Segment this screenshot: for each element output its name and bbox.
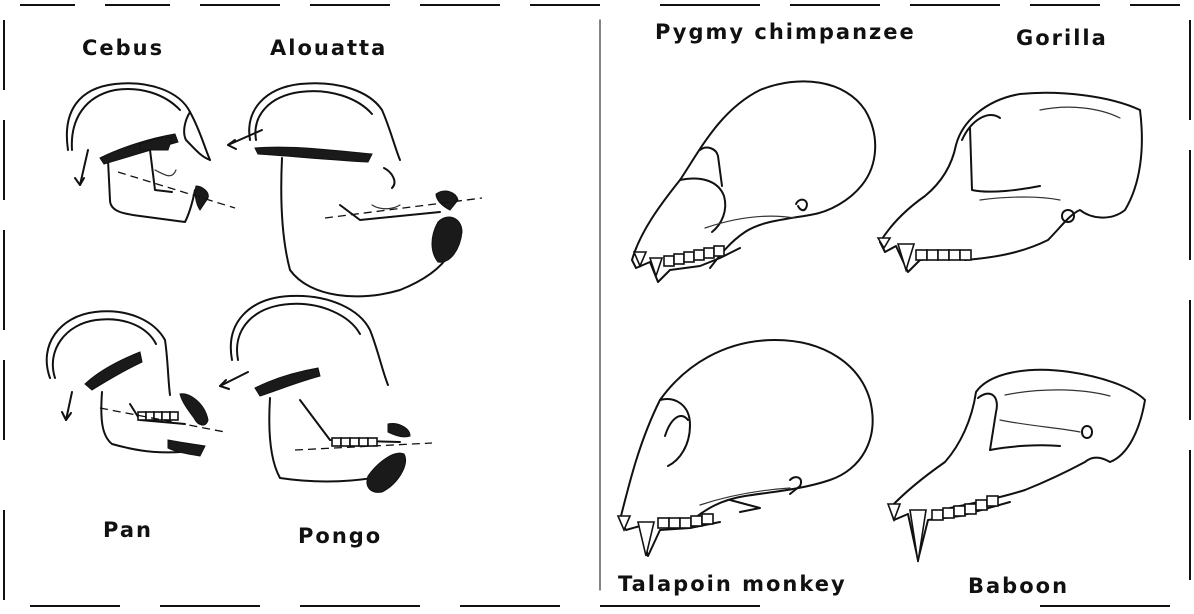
talapoin-monkey-skull-drawing bbox=[618, 340, 873, 556]
talapoin-monkey-label: Talapoin monkey bbox=[618, 572, 847, 596]
pygmy-chimpanzee-label: Pygmy chimpanzee bbox=[655, 20, 916, 44]
talapoin-monkey-teeth bbox=[618, 514, 713, 556]
baboon-label: Baboon bbox=[968, 574, 1069, 598]
gorilla-teeth bbox=[878, 238, 971, 270]
cebus-skull-drawing bbox=[67, 83, 235, 222]
cebus-label: Cebus bbox=[82, 36, 164, 60]
gorilla-skull-drawing bbox=[878, 93, 1142, 272]
pan-skull-drawing bbox=[47, 311, 225, 456]
pongo-teeth bbox=[332, 438, 377, 446]
alouatta-label: Alouatta bbox=[270, 36, 387, 60]
gorilla-label: Gorilla bbox=[1016, 26, 1108, 50]
alouatta-skull-drawing bbox=[228, 83, 482, 296]
baboon-skull-drawing bbox=[888, 370, 1145, 562]
pygmy-chimpanzee-skull-drawing bbox=[632, 81, 875, 282]
pan-label: Pan bbox=[103, 518, 153, 542]
baboon-teeth bbox=[888, 496, 998, 562]
pongo-label: Pongo bbox=[298, 524, 382, 548]
pongo-skull-drawing bbox=[220, 296, 432, 493]
